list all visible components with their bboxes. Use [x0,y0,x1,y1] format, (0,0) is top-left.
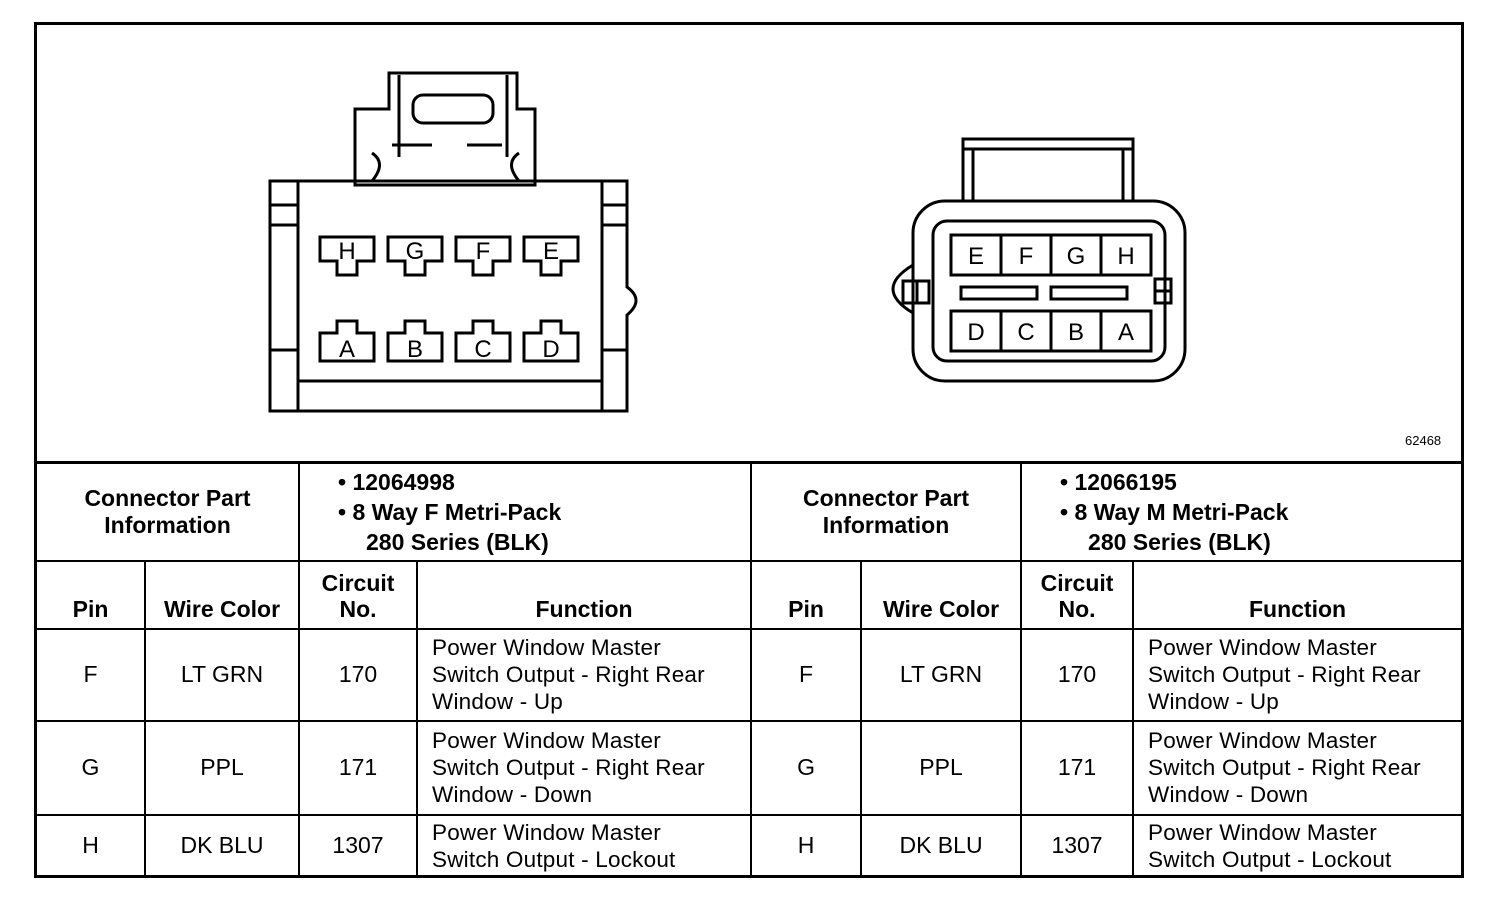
cell-circuit: 171 [1020,719,1135,816]
header-function: Function [416,559,753,630]
pin-label: D [542,336,559,363]
part-description: • 8 Way M Metri-Pack [1060,498,1289,525]
part-number: • 12064998 [338,468,455,495]
cell-wire-color: DK BLU [860,813,1023,878]
connector-1-pin-labels: H G F E A B C D [338,238,559,363]
cell-wire-color: LT GRN [143,627,301,722]
cell-wire-color: DK BLU [143,813,301,878]
header-pin: Pin [750,559,863,630]
cell-wire-color: LT GRN [860,627,1023,722]
connector-part-info-right: • 12066195 • 8 Way M Metri-Pack 280 Seri… [1020,461,1462,562]
pin-label: H [338,238,355,265]
figure-id: 62468 [1405,433,1442,448]
cell-pin: G [750,719,863,816]
connector-1-top-cavities [318,235,580,277]
connector-2-pin-labels: E F G H D C B A [967,243,1134,346]
cell-pin: F [37,627,146,722]
header-wire-color: Wire Color [860,559,1023,630]
part-series: 280 Series (BLK) [366,528,549,555]
pin-label: B [407,336,423,363]
cell-pin: G [37,719,146,816]
pin-label: G [1067,243,1086,270]
connector-1-bottom-cavities [318,319,580,363]
cell-wire-color: PPL [860,719,1023,816]
connector-diagram: H G F E A B C D [268,71,1187,413]
pin-label: A [1118,319,1134,346]
header-pin: Pin [37,559,146,630]
connector-2-male [891,137,1187,383]
connector-1-female [268,71,638,413]
pin-label: B [1068,319,1084,346]
cell-circuit: 1307 [1020,813,1135,878]
cell-pin: H [37,813,146,878]
header-function: Function [1132,559,1462,630]
pin-label: F [476,238,491,265]
pin-label: A [339,336,355,363]
cell-pin: F [750,627,863,722]
part-description: • 8 Way F Metri-Pack [338,498,562,525]
part-series: 280 Series (BLK) [1088,528,1271,555]
diagram-frame: H G F E A B C D [34,22,1464,878]
cell-wire-color: PPL [143,719,301,816]
cell-circuit: 1307 [298,813,419,878]
cell-circuit: 171 [298,719,419,816]
part-number: • 12066195 [1060,468,1177,495]
cell-circuit: 170 [1020,627,1135,722]
pin-label: C [1017,319,1034,346]
pin-label: E [543,238,559,265]
pin-label: F [1019,243,1034,270]
cell-circuit: 170 [298,627,419,722]
connector-part-info-left: • 12064998 • 8 Way F Metri-Pack 280 Seri… [298,461,753,562]
pin-label: E [968,243,984,270]
pin-label: G [406,238,425,265]
pin-label: D [967,319,984,346]
cell-pin: H [750,813,863,878]
pin-label: H [1117,243,1134,270]
pin-label: C [474,336,491,363]
header-wire-color: Wire Color [143,559,301,630]
